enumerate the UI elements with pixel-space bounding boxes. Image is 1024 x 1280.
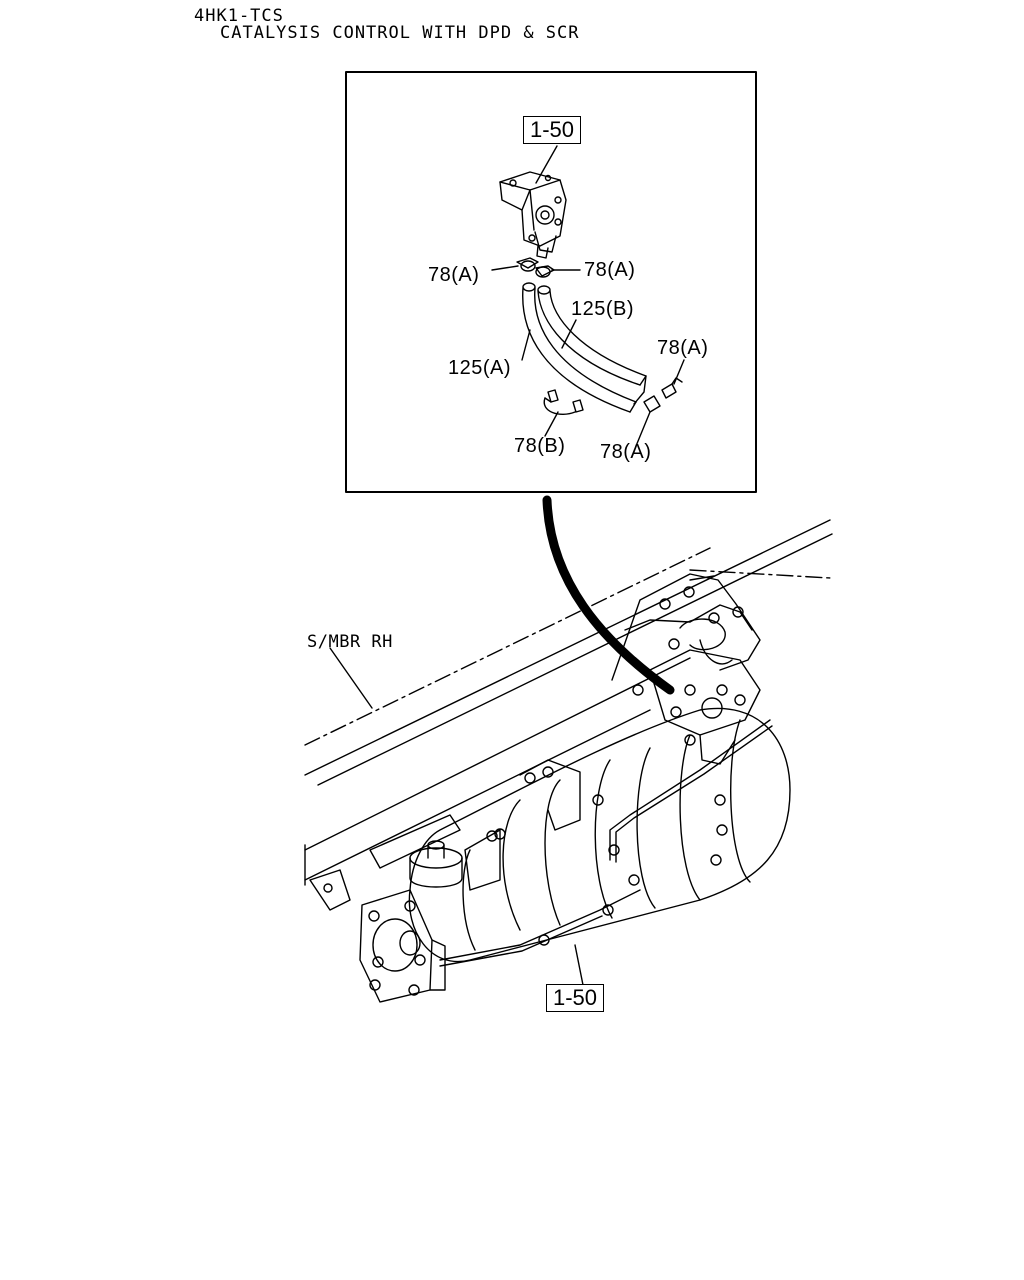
fitting-icon xyxy=(643,377,683,413)
catalyst-canister xyxy=(408,707,791,967)
fitting-label-upper[interactable]: 78(A) xyxy=(657,337,709,359)
clip-label-left[interactable]: 78(A) xyxy=(428,264,480,286)
frame-side-member xyxy=(304,519,833,886)
hose-label-b[interactable]: 125(B) xyxy=(571,298,635,320)
mount-bracket xyxy=(611,573,761,696)
canister-mount xyxy=(464,759,581,891)
ref-label-bottom[interactable]: 1-50 xyxy=(546,984,605,1012)
clip-label-right[interactable]: 78(A) xyxy=(584,259,636,281)
frame-label: S/MBR RH xyxy=(307,632,393,652)
sensor-bracket-icon xyxy=(499,171,567,259)
hose-icon xyxy=(522,282,647,413)
hose-label-a[interactable]: 125(A) xyxy=(448,357,512,379)
clip-icon xyxy=(543,389,584,416)
fitting-label-lower[interactable]: 78(A) xyxy=(600,441,652,463)
isolator-icon xyxy=(409,840,463,888)
ref-label-top[interactable]: 1-50 xyxy=(523,116,582,144)
clamp-icon xyxy=(516,257,555,278)
clip-label-b[interactable]: 78(B) xyxy=(514,435,566,457)
engine-code: 4HK1-TCS xyxy=(194,6,284,26)
section-title: CATALYSIS CONTROL WITH DPD & SCR xyxy=(220,23,580,43)
detail-frame xyxy=(345,71,757,493)
inlet-flange xyxy=(359,889,446,1003)
